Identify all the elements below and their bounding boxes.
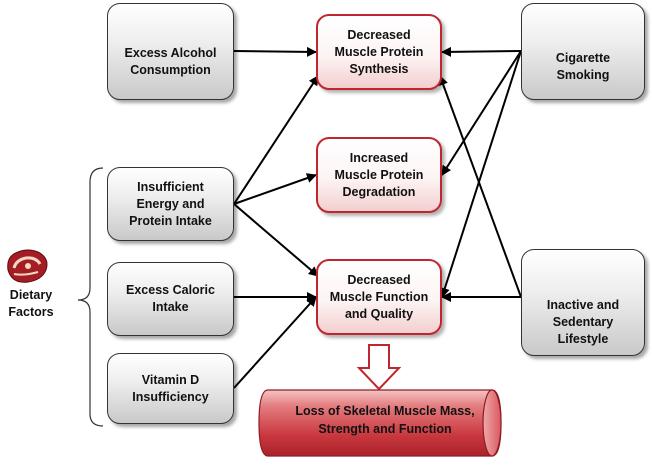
node-alcohol-label: Excess Alcohol Consumption: [124, 45, 217, 77]
node-energy-protein: Insufficient Energy and Protein Intake: [107, 167, 234, 241]
node-synthesis: Decreased Muscle Protein Synthesis: [316, 14, 442, 90]
dietary-factors-label: Dietary Factors: [8, 288, 54, 319]
node-vitamin-d: Vitamin D Insufficiency: [107, 353, 234, 424]
outcome-label: Loss of Skeletal Muscle Mass, Strength a…: [295, 404, 475, 436]
edge-smoking-to-function: [439, 50, 522, 298]
node-caloric-label: Excess Caloric Intake: [126, 283, 215, 314]
node-synthesis-label: Decreased Muscle Protein Synthesis: [334, 27, 424, 76]
outcome-down-arrow: [356, 344, 402, 391]
node-degradation-label: Increased Muscle Protein Degradation: [334, 150, 424, 199]
edge-smoking-to-synthesis: [441, 46, 522, 57]
steak-icon: [7, 249, 48, 283]
dietary-brace: [77, 167, 104, 427]
edge-smoking-to-degradation: [441, 50, 522, 176]
node-degradation: Increased Muscle Protein Degradation: [316, 137, 442, 213]
edge-inactive-to-synthesis: [438, 75, 522, 298]
node-smoking: Cigarette Smoking: [521, 3, 645, 100]
edge-energy_protein-to-degradation: [233, 173, 317, 205]
node-caloric: Excess Caloric Intake: [107, 262, 234, 336]
edge-energy_protein-to-function: [233, 203, 319, 277]
node-function-label: Decreased Muscle Function and Quality: [329, 272, 429, 321]
edge-energy_protein-to-synthesis: [233, 75, 319, 205]
edge-alcohol-to-synthesis: [233, 46, 317, 57]
node-inactive: Inactive and Sedentary Lifestyle: [521, 249, 645, 356]
edge-vitamin_d-to-function: [233, 296, 317, 389]
node-alcohol: Excess Alcohol Consumption: [107, 3, 234, 100]
node-energy-protein-label: Insufficient Energy and Protein Intake: [129, 179, 212, 228]
node-vitamin-d-label: Vitamin D Insufficiency: [132, 372, 209, 404]
outcome-cylinder: [258, 389, 502, 457]
node-smoking-label: Cigarette Smoking: [555, 50, 611, 82]
node-function: Decreased Muscle Function and Quality: [316, 259, 442, 335]
node-inactive-label: Inactive and Sedentary Lifestyle: [546, 298, 620, 346]
